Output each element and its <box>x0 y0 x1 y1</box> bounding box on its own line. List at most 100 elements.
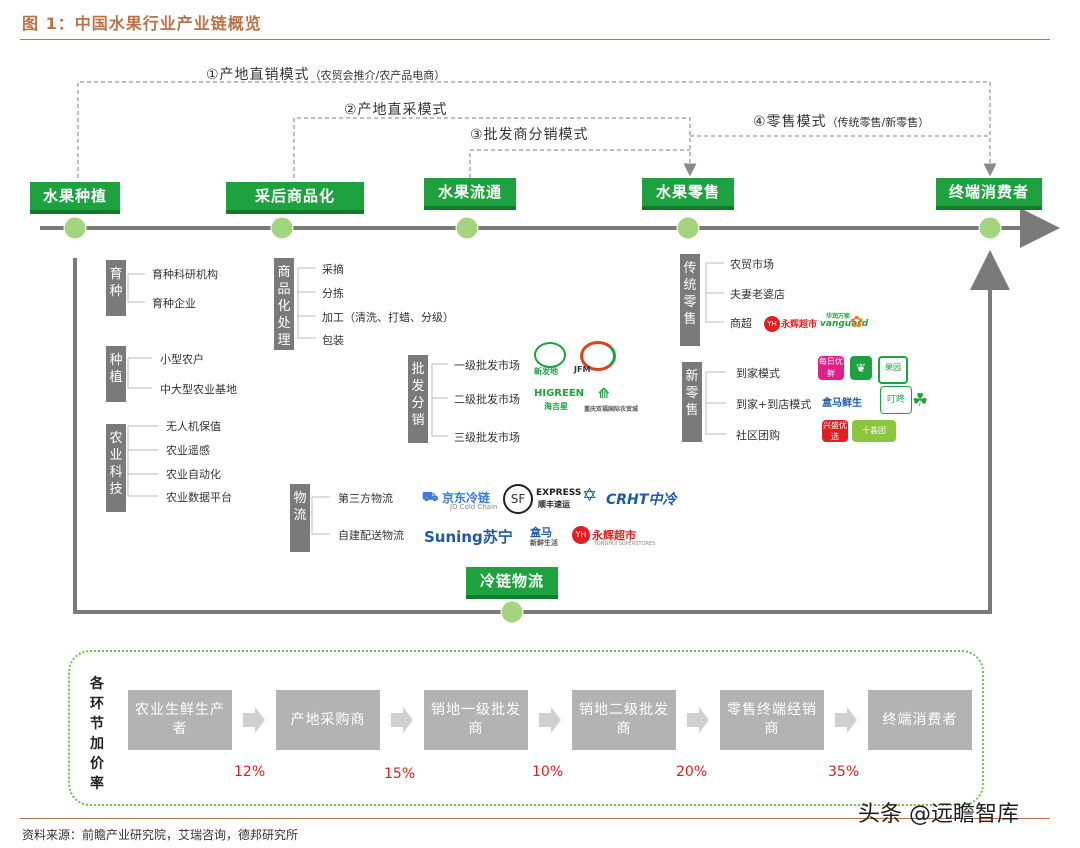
chongqing-mark-icon: ⟰ <box>598 386 610 402</box>
item-mom-pop: 夫妻老婆店 <box>730 288 785 301</box>
title-divider <box>20 39 1050 40</box>
markup-rate-2: 15% <box>384 766 416 782</box>
item-primary-market: 一级批发市场 <box>454 359 520 372</box>
figure-title: 图 1：中国水果行业产业链概览 <box>22 14 262 33</box>
jd-mark-icon: ⛟ <box>422 490 439 505</box>
item-third-party: 第三方物流 <box>338 492 393 505</box>
source-note: 资料来源：前瞻产业研究院，艾瑞咨询，德邦研究所 <box>22 828 299 842</box>
frog-mascot-icon: ☘ <box>912 390 929 411</box>
markup-rate-5: 35% <box>828 764 860 780</box>
item-small-farmers: 小型农户 <box>160 353 204 366</box>
stage-dot-commercialization <box>270 216 294 240</box>
hema-logo-sub: 新鲜生活 <box>530 539 558 547</box>
stage-dot-distribution <box>455 216 479 240</box>
jd-logo-sub: JD Cold Chain <box>450 503 498 511</box>
dingdong-logo: 叮咚 <box>880 386 912 414</box>
meiri-logo: 每日优鲜 <box>818 356 844 380</box>
mode2-route <box>293 117 697 178</box>
yonghui-logo-sub: YONGHUI SUPERSTORES <box>594 541 656 547</box>
item-processing: 加工（清洗、打蜡、分级） <box>322 311 454 324</box>
chain-producer: 农业生鲜生产者 <box>128 690 232 750</box>
stage-cold-chain: 冷链物流 <box>466 567 558 599</box>
item-secondary-market: 二级批发市场 <box>454 393 520 406</box>
mode-retail: ④零售模式（传统零售/新零售） <box>753 114 930 130</box>
item-home-delivery: 到家模式 <box>736 367 780 380</box>
xinfadi-logo-text: 新发地 <box>534 367 558 376</box>
item-large-bases: 中大型农业基地 <box>160 383 237 396</box>
stage-dot-cold-chain <box>500 600 524 624</box>
vanguard-flower-icon: ✿ <box>850 312 864 331</box>
item-tertiary-market: 三级批发市场 <box>454 431 520 444</box>
item-automation: 农业自动化 <box>166 468 221 481</box>
xinfadi-logo-icon <box>534 342 566 368</box>
mode-direct-purchase: ②产地直采模式 <box>344 102 448 118</box>
jd-logo: 京东冷链 <box>442 491 491 505</box>
stage-dot-retail <box>676 216 700 240</box>
category-breeding: 育种 <box>106 260 126 316</box>
watermark: 头条 @远瞻智库 <box>858 802 1019 827</box>
item-data-platform: 农业数据平台 <box>166 491 232 504</box>
item-self-built: 自建配送物流 <box>338 529 404 542</box>
mode1-route <box>77 81 997 178</box>
vanguard-cn-logo: 华润万家 <box>826 313 851 320</box>
item-remote-sensing: 农业遥感 <box>166 444 210 457</box>
stage-retail: 水果零售 <box>642 178 734 210</box>
category-wholesale: 批发分销 <box>408 355 428 443</box>
yonghui-small-icon: YH <box>764 316 780 332</box>
mode-wholesale: ③批发商分销模式 <box>470 127 589 143</box>
category-commercialization: 商品化处理 <box>274 258 294 350</box>
chain-secondary-wholesaler: 销地二级批发商 <box>572 690 676 750</box>
category-logistics: 物流 <box>290 484 310 552</box>
jfm-logo-text: JFM <box>574 365 591 374</box>
markup-rate-1: 12% <box>234 764 266 780</box>
mode-direct-sales: ①产地直销模式（农贸会推介/农产品电商） <box>206 67 446 83</box>
crht-star-icon: ✡ <box>582 485 598 506</box>
item-sorting: 分拣 <box>322 287 344 300</box>
item-picking: 采摘 <box>322 263 344 276</box>
xingsheng-logo: 兴盛优选 <box>822 420 848 442</box>
suning-logo: Suning苏宁 <box>424 528 513 546</box>
sf-cn-text: 顺丰速运 <box>538 500 570 509</box>
yonghui-logo: 永辉超市 <box>592 529 636 542</box>
higreen-logo: HIGREEN <box>534 388 585 399</box>
guoyuan-logo: 果园 <box>878 356 908 384</box>
stage-dot-consumer <box>978 216 1002 240</box>
markup-rate-4: 20% <box>676 764 708 780</box>
yonghui-small-logo: 永辉超市 <box>781 320 818 330</box>
chain-consumer: 终端消费者 <box>868 690 972 750</box>
item-supermarket: 商超 <box>730 317 752 330</box>
markup-rate-3: 10% <box>532 764 564 780</box>
crht-logo: CRHT中冷 <box>606 492 677 508</box>
chongqing-logo: 重庆双福国际农贸城 <box>584 406 639 413</box>
cold-chain-loop <box>73 250 1010 614</box>
chain-primary-wholesaler: 销地一级批发商 <box>424 690 528 750</box>
stage-commercialization: 采后商品化 <box>226 182 364 214</box>
yonghui-mark-icon: YH <box>572 526 590 544</box>
item-drone: 无人机保值 <box>166 420 221 433</box>
item-home-store: 到家+到店模式 <box>736 398 812 411</box>
item-packaging: 包装 <box>322 334 344 347</box>
vanguard-logo: vanguard <box>820 319 869 329</box>
category-new-retail: 新零售 <box>682 362 702 442</box>
markup-title: 各环节加价率 <box>90 676 104 792</box>
item-breeding-companies: 育种企业 <box>152 297 196 310</box>
chain-origin-buyer: 产地采购商 <box>276 690 380 750</box>
sf-logo-icon: SF <box>503 484 533 514</box>
stage-consumer: 终端消费者 <box>936 178 1042 210</box>
markup-rate-panel <box>68 650 984 806</box>
strawberry-icon: ❦ <box>850 356 872 380</box>
chain-retailer: 零售终端经销商 <box>720 690 824 750</box>
item-community-group: 社区团购 <box>736 429 780 442</box>
haijixing-logo: 海吉星 <box>544 402 568 411</box>
mode3-route <box>469 149 690 178</box>
stage-distribution: 水果流通 <box>424 178 516 210</box>
item-breeding-institutes: 育种科研机构 <box>152 268 218 281</box>
hema-logo: 盒马 <box>530 526 552 539</box>
shiyituan-logo: 十荟团 <box>852 420 896 442</box>
category-cultivation: 种植 <box>106 346 126 402</box>
stage-dot-planting <box>63 216 87 240</box>
hema-fresh-logo: 盒马鲜生 <box>822 398 862 409</box>
jfm-logo-icon <box>580 341 616 371</box>
category-agritech: 农业科技 <box>106 424 126 512</box>
